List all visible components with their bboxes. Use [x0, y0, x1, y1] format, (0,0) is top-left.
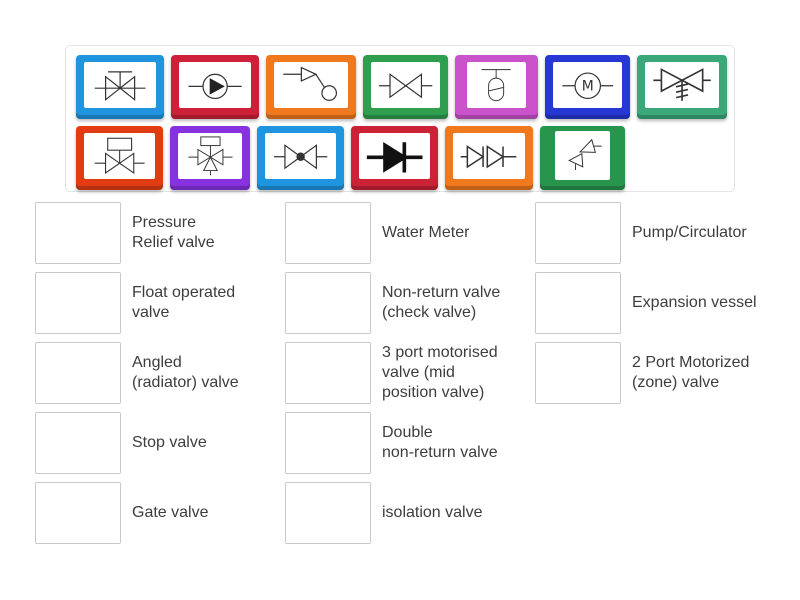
- tile-three-port-motorised-valve[interactable]: [170, 126, 250, 190]
- match-column-1: Pressure Relief valve Float operated val…: [35, 202, 239, 544]
- answer-slot-angled-radiator-valve[interactable]: [35, 342, 121, 404]
- match-row: Pressure Relief valve: [35, 202, 239, 264]
- answer-slot-two-port-motorized-valve[interactable]: [535, 342, 621, 404]
- match-row: Pump/Circulator: [535, 202, 757, 264]
- tile-angled-radiator-valve[interactable]: [540, 126, 625, 190]
- answer-slot-three-port-motorised-valve[interactable]: [285, 342, 371, 404]
- tile-float-operated-valve[interactable]: [266, 55, 356, 119]
- three-port-motorised-valve-icon: [187, 136, 233, 176]
- tile-panel: [265, 133, 336, 179]
- pressure-relief-valve-icon: [653, 67, 711, 101]
- match-row: Non-return valve (check valve): [285, 272, 500, 334]
- palette-board: M: [65, 45, 735, 192]
- stop-valve-icon: [94, 71, 146, 101]
- match-label: Pump/Circulator: [632, 224, 747, 241]
- tile-panel: [453, 133, 525, 179]
- tile-double-non-return-valve[interactable]: [445, 126, 533, 190]
- water-meter-letter: M: [582, 78, 594, 94]
- answer-slot-stop-valve[interactable]: [35, 412, 121, 474]
- panel-notch: [347, 72, 348, 86]
- match-row: Expansion vessel: [535, 272, 757, 334]
- tile-gate-valve[interactable]: [363, 55, 448, 119]
- match-label: Angled (radiator) valve: [132, 354, 239, 391]
- tile-panel: [84, 62, 156, 108]
- match-column-3: Pump/Circulator Expansion vessel 2 Port …: [535, 202, 757, 404]
- expansion-vessel-icon: [481, 69, 512, 101]
- tile-expansion-vessel[interactable]: [455, 55, 538, 119]
- tile-panel: [84, 133, 155, 179]
- tile-isolation-valve[interactable]: [257, 126, 344, 190]
- match-row: 2 Port Motorized (zone) valve: [535, 342, 757, 404]
- match-row: Stop valve: [35, 412, 239, 474]
- tile-panel: [178, 133, 242, 179]
- match-row: Gate valve: [35, 482, 239, 544]
- palette-row-2: [76, 126, 724, 190]
- match-row: Double non-return valve: [285, 412, 500, 474]
- water-meter-icon: M: [562, 72, 613, 99]
- answer-slot-expansion-vessel[interactable]: [535, 272, 621, 334]
- match-row: isolation valve: [285, 482, 500, 544]
- match-row: Water Meter: [285, 202, 500, 264]
- answer-slot-double-non-return-valve[interactable]: [285, 412, 371, 474]
- match-label: Water Meter: [382, 224, 470, 241]
- pump-circulator-icon: [188, 73, 242, 99]
- match-label: Pressure Relief valve: [132, 214, 215, 251]
- match-column-2: Water Meter Non-return valve (check valv…: [285, 202, 500, 544]
- answer-slot-non-return-valve[interactable]: [285, 272, 371, 334]
- tile-panel: [359, 133, 430, 179]
- tile-two-port-motorized-valve[interactable]: [76, 126, 163, 190]
- float-operated-valve-icon: [283, 66, 337, 101]
- match-row: Angled (radiator) valve: [35, 342, 239, 404]
- answer-slot-pressure-relief-valve[interactable]: [35, 202, 121, 264]
- match-label: Stop valve: [132, 434, 207, 451]
- tile-pump-circulator[interactable]: [171, 55, 259, 119]
- match-label: Non-return valve (check valve): [382, 284, 501, 321]
- tile-panel: [371, 62, 440, 108]
- tile-non-return-valve[interactable]: [351, 126, 438, 190]
- match-label: Gate valve: [132, 504, 209, 521]
- match-row: Float operated valve: [35, 272, 239, 334]
- answer-slot-isolation-valve[interactable]: [285, 482, 371, 544]
- tile-panel: [274, 62, 348, 108]
- tile-pressure-relief-valve[interactable]: [637, 55, 727, 119]
- answer-slot-float-operated-valve[interactable]: [35, 272, 121, 334]
- tile-panel: M: [553, 62, 622, 108]
- match-label: 2 Port Motorized (zone) valve: [632, 354, 750, 391]
- tile-water-meter[interactable]: M: [545, 55, 630, 119]
- answer-slot-gate-valve[interactable]: [35, 482, 121, 544]
- match-label: Expansion vessel: [632, 294, 757, 311]
- tile-panel: [179, 62, 251, 108]
- answer-slot-pump-circulator[interactable]: [535, 202, 621, 264]
- palette-row-1: M: [76, 55, 727, 119]
- match-label: 3 port motorised valve (mid position val…: [382, 344, 498, 401]
- double-non-return-valve-icon: [460, 144, 517, 169]
- two-port-motorized-valve-icon: [94, 137, 145, 174]
- tile-stop-valve[interactable]: [76, 55, 164, 119]
- answer-slot-water-meter[interactable]: [285, 202, 371, 264]
- isolation-valve-icon: [273, 143, 328, 170]
- angled-radiator-valve-icon: [568, 138, 602, 170]
- tile-panel: [645, 62, 719, 108]
- match-label: Float operated valve: [132, 284, 236, 321]
- match-label: isolation valve: [382, 504, 483, 521]
- tile-panel: [555, 131, 610, 180]
- tile-panel: [467, 62, 526, 108]
- match-row: 3 port motorised valve (mid position val…: [285, 342, 500, 404]
- match-label: Double non-return valve: [382, 424, 498, 461]
- non-return-valve-icon: [366, 141, 423, 173]
- gate-valve-icon: [378, 72, 433, 99]
